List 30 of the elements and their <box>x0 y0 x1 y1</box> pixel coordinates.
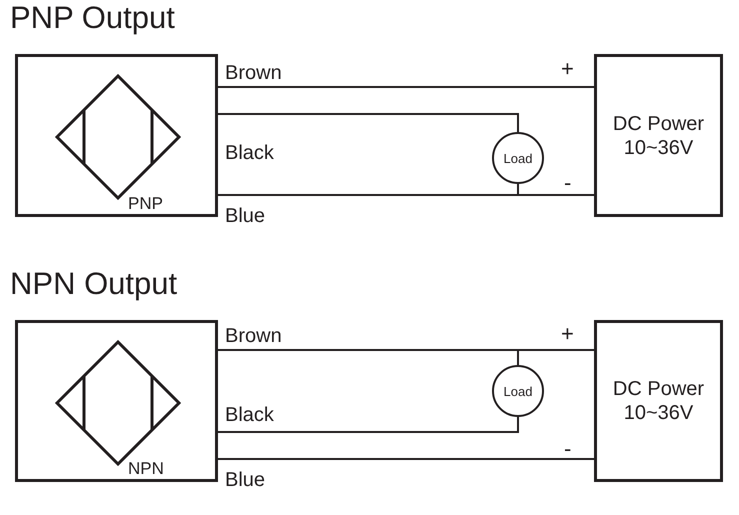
wire-label: Brown <box>225 62 282 85</box>
wire-label: Black <box>225 404 274 427</box>
load-circle <box>492 132 544 184</box>
power-supply-label: DC Power 10~36V <box>612 112 706 160</box>
sensor-type-label: PNP <box>128 194 163 214</box>
power-supply-label: DC Power 10~36V <box>612 377 706 425</box>
sensor-type-label: NPN <box>128 459 164 479</box>
polarity-sign: - <box>564 436 572 462</box>
wire <box>517 184 594 196</box>
load-circle <box>492 365 544 417</box>
wire <box>218 458 594 460</box>
sensor-box <box>15 54 218 217</box>
load-label: Load <box>504 150 532 166</box>
wire <box>517 349 594 365</box>
section-heading: NPN Output <box>10 266 178 302</box>
power-supply-box <box>594 54 723 217</box>
section-heading: PNP Output <box>10 0 175 36</box>
wire-label: Brown <box>225 325 282 348</box>
wire <box>218 417 519 433</box>
polarity-sign: - <box>564 170 572 196</box>
load-label: Load <box>504 384 532 398</box>
polarity-sign: + <box>561 321 574 347</box>
polarity-sign: + <box>561 56 574 82</box>
sensor-box <box>15 320 218 482</box>
wire-label: Blue <box>225 205 266 228</box>
wire-label: Black <box>225 142 274 165</box>
power-supply-box <box>594 320 723 482</box>
wire <box>218 113 519 132</box>
wire-label: Blue <box>225 469 266 492</box>
wire <box>218 86 594 88</box>
